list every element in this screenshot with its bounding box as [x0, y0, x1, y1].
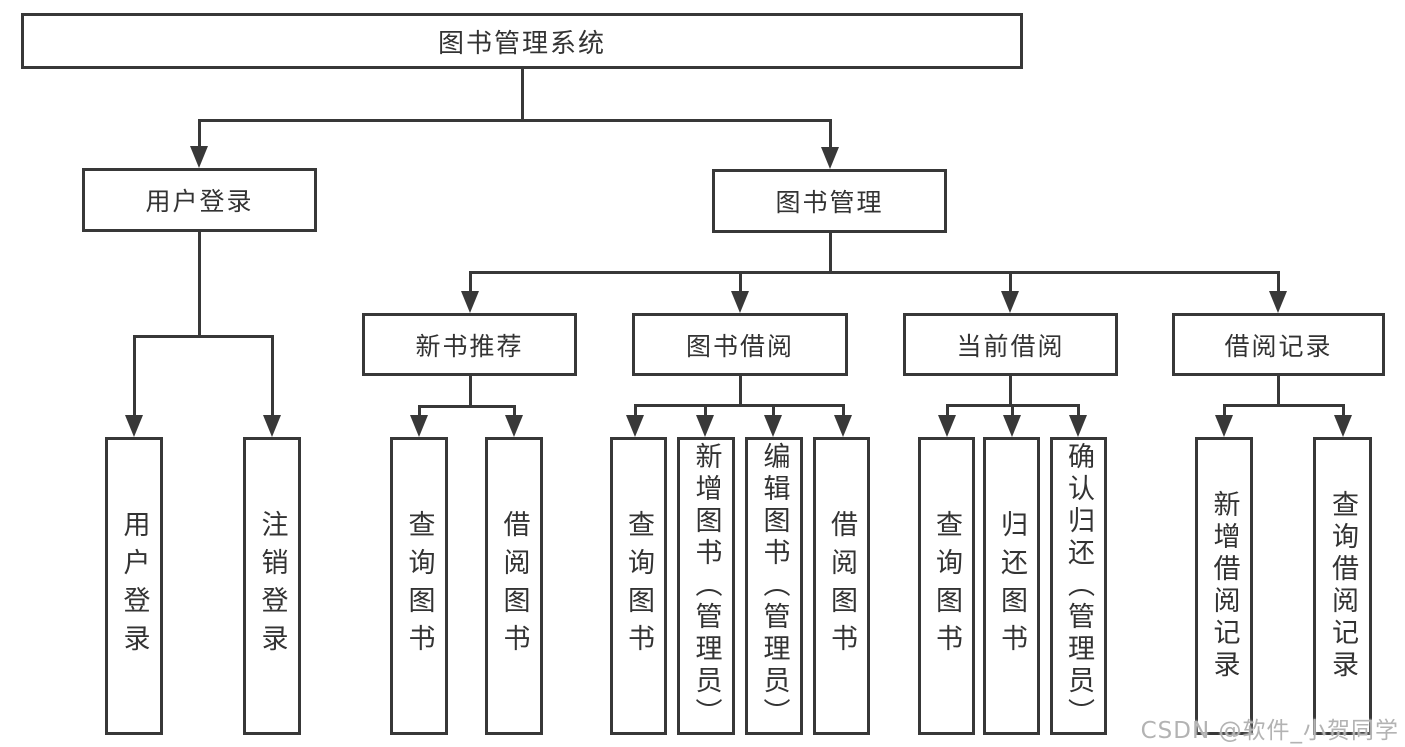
node-root-label: 图书管理系统 [437, 28, 606, 59]
connector-root-stem [520, 69, 524, 120]
leaf-borrow-edit-books-admin-label: 编辑图书（管理员） [758, 442, 790, 730]
connector-to-br-query [1341, 403, 1345, 419]
leaf-borrow-add-books-admin: 新增图书（管理员） [677, 437, 735, 735]
arrowhead-borrowrecords [1269, 291, 1287, 313]
connector-root-rail [197, 118, 832, 122]
arrowhead-leaf-user-login [125, 415, 143, 437]
connector-bookmgmt-stem [828, 233, 832, 273]
csdn-watermark: CSDN @软件_小贺同学 [1140, 718, 1399, 744]
connector-to-cb-confirm [1076, 403, 1080, 419]
arrowhead-br-add [1215, 415, 1233, 437]
node-user-login: 用户登录 [82, 168, 317, 232]
connector-root-to-userlogin [197, 118, 201, 151]
arrowhead-bb-borrow [834, 415, 852, 437]
arrowhead-leaf-logout [263, 415, 281, 437]
node-user-login-label: 用户登录 [145, 187, 254, 216]
connector-to-borrowrecords [1276, 270, 1280, 295]
connector-to-bb-edit [771, 403, 775, 419]
node-book-management: 图书管理 [712, 169, 947, 233]
leaf-current-query-books: 查询图书 [918, 437, 975, 735]
leaf-borrow-edit-books-admin: 编辑图书（管理员） [745, 437, 803, 735]
leaf-records-query-record: 查询借阅记录 [1313, 437, 1372, 735]
leaf-newbook-borrow-books: 借阅图书 [485, 437, 543, 735]
arrowhead-book-management [821, 147, 839, 169]
node-book-borrow-label: 图书借阅 [685, 331, 794, 361]
leaf-borrow-add-books-admin-label: 新增图书（管理员） [690, 442, 722, 730]
leaf-newbook-query-books: 查询图书 [390, 437, 448, 735]
connector-bookborrow-rail [633, 403, 845, 407]
connector-bookborrow-stem [738, 376, 742, 406]
arrowhead-newbook [461, 291, 479, 313]
leaf-newbook-query-books-label: 查询图书 [403, 510, 435, 662]
connector-borrowrecords-stem [1276, 376, 1280, 406]
leaf-logout-label: 注销登录 [256, 510, 288, 662]
node-book-borrow: 图书借阅 [632, 313, 848, 376]
connector-to-nb-query [417, 404, 421, 419]
connector-to-bb-borrow [841, 403, 845, 419]
leaf-borrow-borrow-books-label: 借阅图书 [826, 510, 857, 662]
leaf-borrow-borrow-books: 借阅图书 [813, 437, 870, 735]
leaf-records-query-record-label: 查询借阅记录 [1327, 490, 1358, 682]
leaf-current-return-books-label: 归还图书 [996, 510, 1027, 662]
connector-to-leaf-logout [270, 334, 274, 419]
node-new-book-recommend-label: 新书推荐 [415, 331, 524, 361]
connector-to-br-add [1222, 403, 1226, 419]
connector-to-bookborrow [738, 270, 742, 295]
connector-to-newbook [468, 270, 472, 295]
arrowhead-currentborrow [1001, 291, 1019, 313]
arrowhead-user-login [190, 146, 208, 168]
connector-root-to-bookmgmt [828, 118, 832, 152]
connector-to-bb-query [633, 403, 637, 419]
arrowhead-cb-query [938, 415, 956, 437]
arrowhead-bb-add [696, 415, 714, 437]
connector-newbook-stem [468, 376, 472, 407]
leaf-borrow-query-books-label: 查询图书 [623, 510, 654, 662]
arrowhead-nb-query [410, 415, 428, 437]
arrowhead-nb-borrow [505, 415, 523, 437]
node-current-borrow-label: 当前借阅 [956, 331, 1065, 361]
connector-to-cb-query [945, 403, 949, 419]
arrowhead-bookborrow [731, 291, 749, 313]
leaf-current-confirm-return-admin: 确认归还（管理员） [1050, 437, 1107, 735]
leaf-current-confirm-return-admin-label: 确认归还（管理员） [1063, 442, 1094, 730]
arrowhead-bb-query [626, 415, 644, 437]
connector-currentborrow-stem [1008, 376, 1012, 406]
connector-bookmgmt-rail [468, 270, 1280, 274]
node-current-borrow: 当前借阅 [903, 313, 1118, 376]
connector-to-bb-add [703, 403, 707, 419]
arrowhead-bb-edit [764, 415, 782, 437]
leaf-borrow-query-books: 查询图书 [610, 437, 667, 735]
connector-userlogin-rail [132, 334, 274, 338]
leaf-user-login-label: 用户登录 [118, 510, 150, 662]
leaf-user-login: 用户登录 [105, 437, 163, 735]
arrowhead-cb-return [1003, 415, 1021, 437]
node-book-management-label: 图书管理 [775, 188, 884, 217]
node-new-book-recommend: 新书推荐 [362, 313, 577, 376]
leaf-records-add-record: 新增借阅记录 [1195, 437, 1253, 735]
node-borrow-records: 借阅记录 [1172, 313, 1385, 376]
connector-to-cb-return [1010, 403, 1014, 419]
leaf-current-query-books-label: 查询图书 [931, 510, 962, 662]
connector-to-nb-borrow [512, 404, 516, 419]
leaf-records-add-record-label: 新增借阅记录 [1208, 490, 1240, 682]
connector-newbook-rail [417, 404, 516, 408]
arrowhead-cb-confirm [1069, 415, 1087, 437]
node-root: 图书管理系统 [21, 13, 1023, 69]
connector-to-currentborrow [1008, 270, 1012, 295]
leaf-logout: 注销登录 [243, 437, 301, 735]
connector-to-leaf-user-login [132, 334, 136, 419]
leaf-current-return-books: 归还图书 [983, 437, 1040, 735]
connector-userlogin-stem [197, 232, 201, 337]
leaf-newbook-borrow-books-label: 借阅图书 [498, 510, 530, 662]
node-borrow-records-label: 借阅记录 [1224, 331, 1333, 361]
connector-borrowrecords-rail [1222, 403, 1345, 407]
arrowhead-br-query [1334, 415, 1352, 437]
